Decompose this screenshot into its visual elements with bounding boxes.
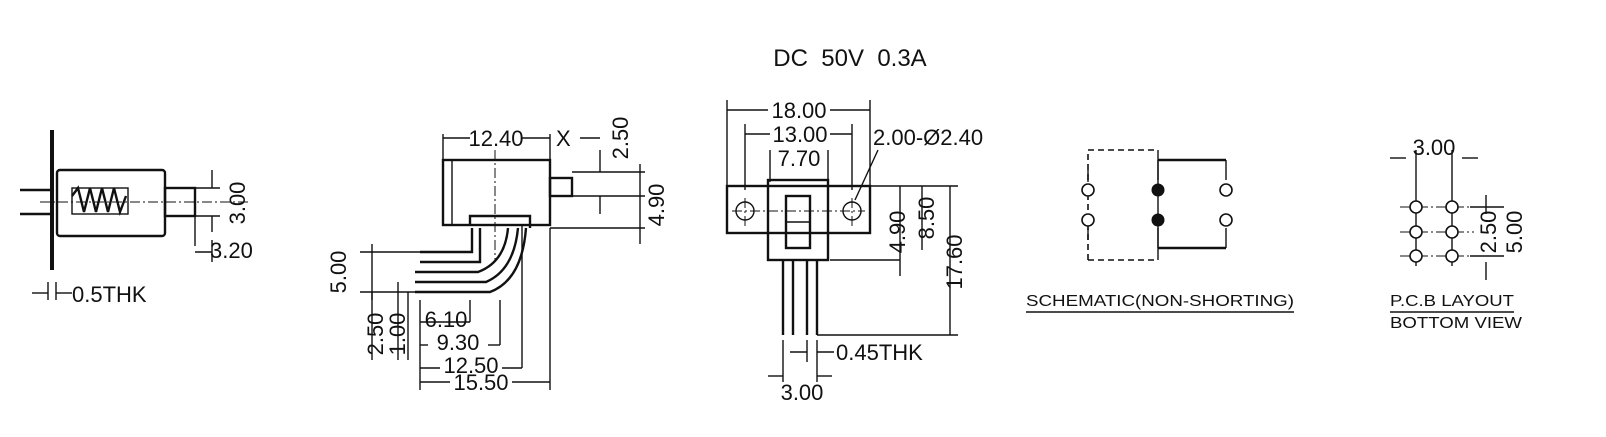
- ra-dim-12-40: 12.40: [468, 126, 523, 151]
- side-dim-thickness: 0.5THK: [72, 282, 147, 307]
- fv-dim-17-60: 17.60: [942, 234, 967, 289]
- pcb-pad: [1445, 200, 1459, 214]
- pcb-layout: 3.00 2.50 5.00 P.C.B LAYOUT BOTTOM VIEW: [1390, 135, 1527, 332]
- schematic-terminal: [1081, 183, 1095, 197]
- pcb-pad: [1409, 249, 1423, 263]
- ra-dim-2-50: 2.50: [608, 117, 633, 160]
- pcb-caption-line2: BOTTOM VIEW: [1390, 315, 1523, 332]
- pcb-dim-2-50: 2.50: [1476, 211, 1501, 254]
- schematic-terminal: [1219, 213, 1233, 227]
- side-view: 3.00 3.20 0.5THK: [20, 130, 253, 307]
- ra-dim-4-90: 4.90: [644, 184, 669, 227]
- pcb-dim-3-00: 3.00: [1413, 135, 1456, 160]
- side-dim-3-20: 3.20: [210, 238, 253, 263]
- pcb-pad: [1409, 225, 1423, 239]
- fv-dim-hole: 2.00-Ø2.40: [873, 125, 983, 150]
- ra-dim-2-50-b: 2.50: [363, 313, 388, 356]
- pcb-pad: [1445, 225, 1459, 239]
- pcb-pad: [1445, 249, 1459, 263]
- pcb-caption-line1: P.C.B LAYOUT: [1390, 293, 1514, 310]
- ra-dim-12-50: 12.50: [443, 353, 498, 378]
- ra-dim-9-30: 9.30: [437, 330, 480, 355]
- right-angle-view: 12.40 X 2.50 4.90 5.00 2.50 1.00: [326, 117, 669, 395]
- fv-dim-18-00: 18.00: [771, 98, 826, 123]
- fv-dim-4-90: 4.90: [885, 211, 910, 254]
- ra-dim-15-50: 15.50: [453, 370, 508, 395]
- side-dim-3-00: 3.00: [225, 182, 250, 225]
- ra-dim-5-00: 5.00: [326, 251, 351, 294]
- schematic-caption: SCHEMATIC(NON-SHORTING): [1026, 293, 1294, 310]
- pcb-dim-5-00: 5.00: [1502, 211, 1527, 254]
- fv-dim-3-00: 3.00: [781, 380, 824, 405]
- fv-dim-0-45thk: 0.45THK: [836, 340, 923, 365]
- schematic-terminal: [1081, 213, 1095, 227]
- pcb-pad: [1409, 200, 1423, 214]
- fv-dim-13-00: 13.00: [772, 122, 827, 147]
- front-view: 18.00 13.00 7.70 2.00-Ø2.40 4.90 8.50 17…: [725, 98, 983, 405]
- fv-dim-7-70: 7.70: [778, 146, 821, 171]
- schematic-common-terminal: [1151, 213, 1165, 227]
- ra-dim-x: X: [556, 126, 571, 151]
- schematic-common-terminal: [1151, 183, 1165, 197]
- rating-title: DC 50V 0.3A: [773, 45, 926, 72]
- schematic: SCHEMATIC(NON-SHORTING): [1026, 149, 1294, 313]
- ra-dim-1-00: 1.00: [385, 313, 410, 356]
- fv-dim-8-50: 8.50: [914, 197, 939, 240]
- schematic-terminal: [1219, 183, 1233, 197]
- ra-dim-6-10: 6.10: [425, 307, 468, 332]
